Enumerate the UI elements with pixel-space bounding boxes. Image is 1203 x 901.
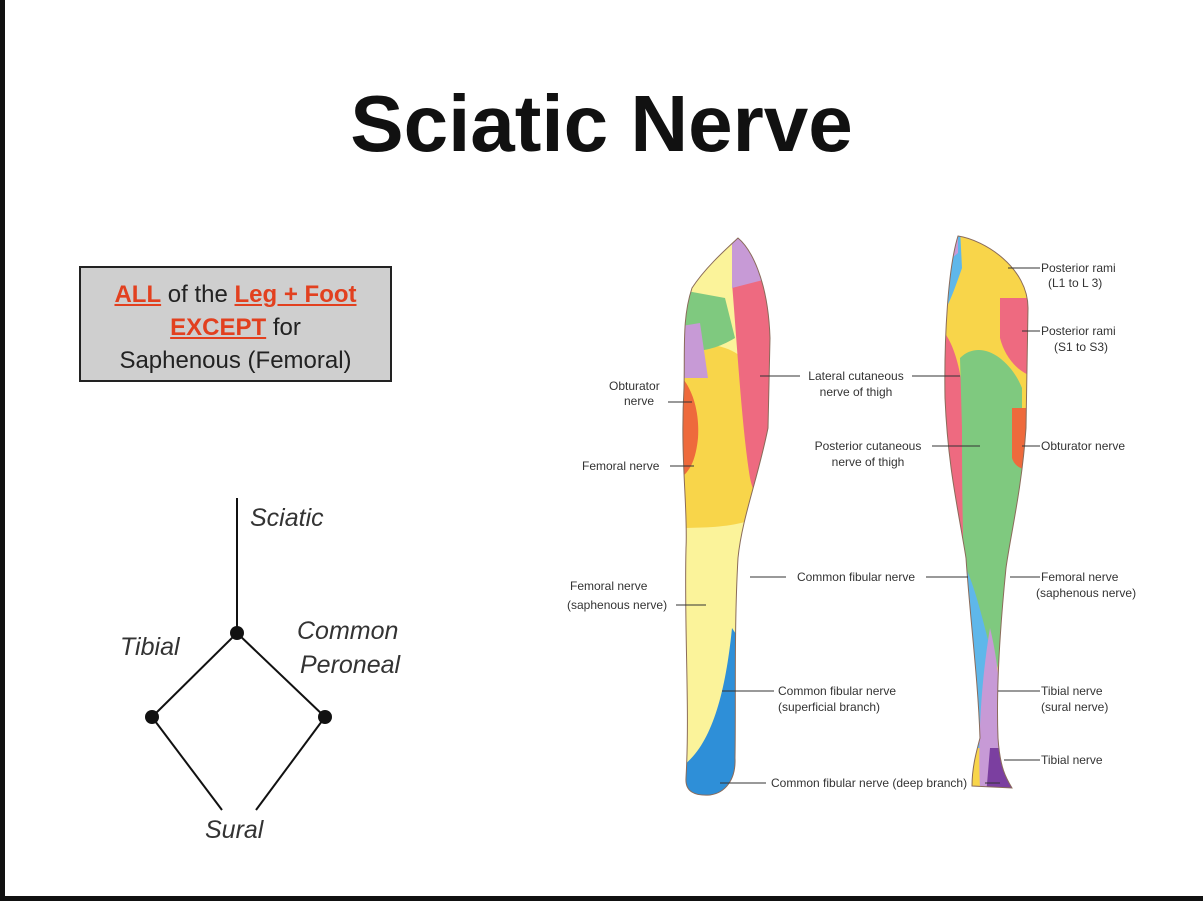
anterior-femoral-region: [682, 344, 755, 528]
label-femoral-post-2: (saphenous nerve): [1036, 586, 1136, 600]
label-superficial-2: (superficial branch): [778, 700, 880, 714]
anterior-lateral-cutaneous-region: [732, 268, 770, 528]
label-obturator-2: nerve: [624, 394, 654, 408]
label-tibial-sural-1: Tibial nerve: [1041, 684, 1103, 698]
tibial-branch-line: [151, 632, 238, 718]
left-border: [0, 0, 5, 901]
label-obturator-1: Obturator: [609, 379, 660, 393]
leader-lines: [668, 267, 1040, 784]
label-lat-cut-2: nerve of thigh: [820, 385, 893, 399]
label-lat-cut-1: Lateral cutaneous: [808, 369, 903, 383]
callout-leg-foot: Leg + Foot: [234, 281, 357, 308]
tibial-node: [145, 710, 159, 724]
callout-for: for: [266, 314, 301, 341]
peroneal-label: Peroneal: [300, 651, 401, 679]
nerve-branch-diagram: Sciatic Tibial Common Peroneal Sural: [100, 490, 440, 860]
label-femoral-saph-1: Femoral nerve: [570, 579, 648, 593]
label-femoral-saph-2: (saphenous nerve): [567, 598, 667, 612]
label-tibial: Tibial nerve: [1041, 753, 1103, 767]
peroneal-node: [318, 710, 332, 724]
tibial-sural-line: [151, 716, 223, 811]
callout-of-the: of the: [161, 281, 235, 308]
callout-saphenous: Saphenous (Femoral): [119, 347, 352, 374]
anterior-common-fibular-region: [732, 498, 770, 796]
anterior-obturator-region: [682, 368, 699, 483]
label-obturator-post: Obturator nerve: [1041, 439, 1125, 453]
callout-all: ALL: [114, 281, 162, 308]
posterior-cutaneous-thigh-region: [960, 349, 1022, 678]
label-superficial-1: Common fibular nerve: [778, 684, 896, 698]
anterior-purple-region: [682, 323, 708, 378]
sciatic-label: Sciatic: [250, 504, 324, 532]
peroneal-sural-line: [255, 716, 326, 811]
posterior-leg-regions: [944, 236, 1028, 788]
label-deep: Common fibular nerve (deep branch): [771, 776, 967, 790]
label-post-cut-1: Posterior cutaneous: [815, 439, 922, 453]
sciatic-coverage-callout: ALL of the Leg + Foot EXCEPT for Sapheno…: [79, 266, 392, 382]
posterior-heel-tibial-region: [985, 748, 1028, 788]
label-rami-s-2: (S1 to S3): [1054, 340, 1108, 354]
tibial-label: Tibial: [120, 633, 180, 661]
bottom-border: [0, 896, 1203, 901]
slide-title: Sciatic Nerve: [350, 79, 853, 168]
common-label: Common: [297, 617, 399, 645]
label-femoral-post-1: Femoral nerve: [1041, 570, 1119, 584]
posterior-leg-outline: [944, 235, 1029, 789]
label-post-cut-2: nerve of thigh: [832, 455, 905, 469]
leg-dermatome-svg: Obturator nerve Femoral nerve Femoral ne…: [567, 235, 1136, 796]
posterior-sacral-rami-region: [1000, 298, 1028, 378]
peroneal-branch-line: [236, 632, 326, 718]
label-common-fibular: Common fibular nerve: [797, 570, 915, 584]
label-rami-s-1: Posterior rami: [1041, 324, 1116, 338]
dermatome-illustration: Obturator nerve Femoral nerve Femoral ne…: [560, 228, 1160, 808]
label-tibial-sural-2: (sural nerve): [1041, 700, 1108, 714]
sural-label: Sural: [205, 816, 264, 844]
callout-line-1: ALL of the Leg + Foot: [81, 278, 390, 311]
bifurcation-node: [230, 626, 244, 640]
label-femoral: Femoral nerve: [582, 459, 660, 473]
branch-lines: [145, 498, 332, 811]
label-rami-l-2: (L1 to L 3): [1048, 276, 1102, 290]
callout-line-2: EXCEPT for: [81, 311, 390, 344]
callout-except: EXCEPT: [170, 314, 267, 341]
anterior-leg-regions: [682, 238, 770, 796]
label-rami-l-1: Posterior rami: [1041, 261, 1116, 275]
anterior-leg-outline: [682, 237, 771, 796]
